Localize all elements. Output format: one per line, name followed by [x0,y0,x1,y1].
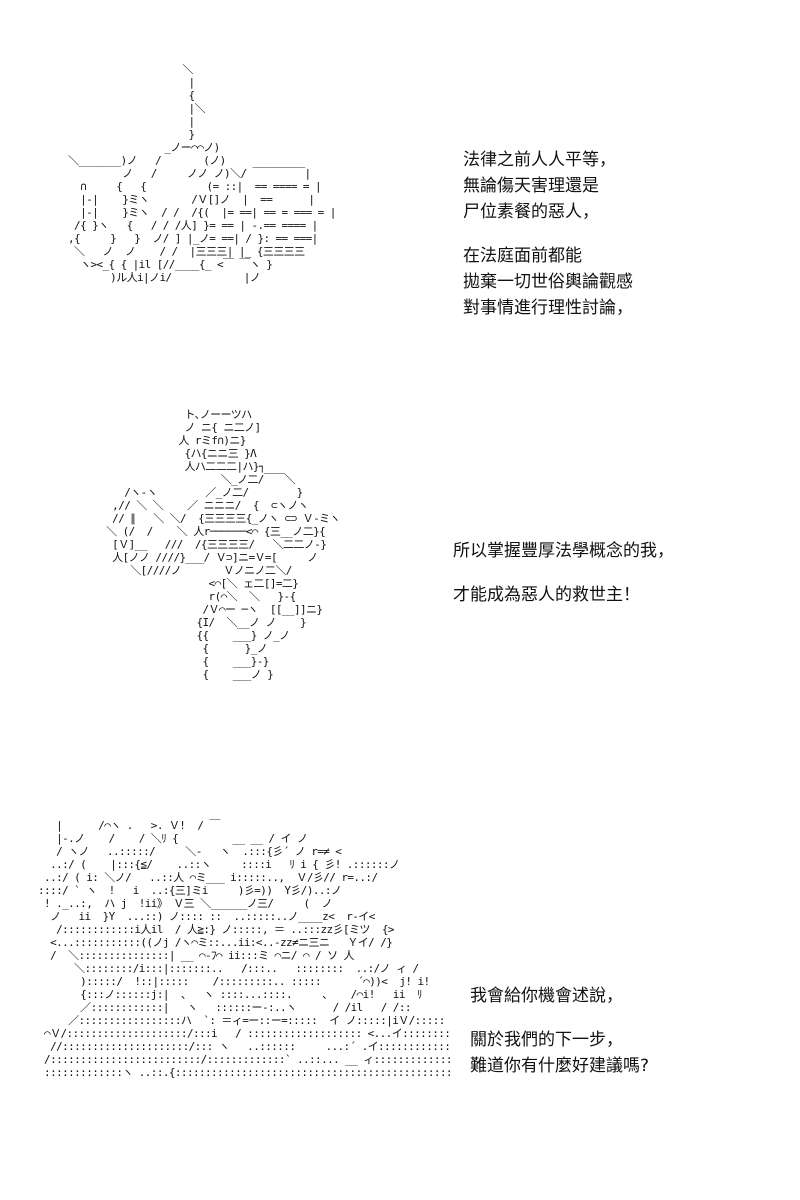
caption-line: 法律之前人人平等， [463,150,616,170]
caption-line: 拋棄一切世俗輿論觀感 [463,272,633,292]
caption-line: 對事情進行理性討論， [463,298,633,318]
caption-gap [453,564,674,582]
caption-line: 所以掌握豐厚法學概念的我， [453,541,674,561]
caption-2: 所以掌握豐厚法學概念的我， 才能成為惡人的救世主！ [453,538,674,608]
ascii-art-lawyer: ト､ノーーツハ ノ ニ{ ニ二ノ] 人 rミf∩)ニ} {ハ{ニニ三 }Λ 人ハ… [106,408,340,681]
panel-2: ト､ノーーツハ ノ ニ{ ニ二ノ] 人 rミf∩)ニ} {ハ{ニニ三 }Λ 人ハ… [0,400,800,800]
caption-gap [463,225,633,243]
ascii-art-crowd: | /⌒ヽ . >. Ｖ! / ￣ |-.ノ / / ＼ﾘ { __ __ / … [38,819,452,1079]
ascii-art-judge: ＼ | { |＼ | } _ノー⌒⌒ノ) ＼_______)ノ / (ノ) ノ … [68,63,336,284]
caption-line: 關於我們的下一步， [470,1030,623,1050]
caption-gap [470,1009,649,1027]
caption-line: 在法庭面前都能 [463,246,582,266]
caption-line: 才能成為惡人的救世主！ [453,585,640,605]
caption-3: 我會給你機會述說， 關於我們的下一步， 難道你有什麼好建議嗎? [470,983,649,1079]
caption-line: 我會給你機會述說， [470,986,623,1006]
panel-3: | /⌒ヽ . >. Ｖ! / ￣ |-.ノ / / ＼ﾘ { __ __ / … [0,815,800,1195]
caption-line: 難道你有什麼好建議嗎? [470,1056,650,1076]
caption-line: 尸位素餐的惡人， [463,202,599,222]
caption-1: 法律之前人人平等， 無論傷天害理還是尸位素餐的惡人， 在法庭面前都能拋棄一切世俗輿論… [463,147,633,321]
panel-1: ＼ | { |＼ | } _ノー⌒⌒ノ) ＼_______)ノ / (ノ) ノ … [0,55,800,385]
caption-line: 無論傷天害理還是 [463,176,599,196]
